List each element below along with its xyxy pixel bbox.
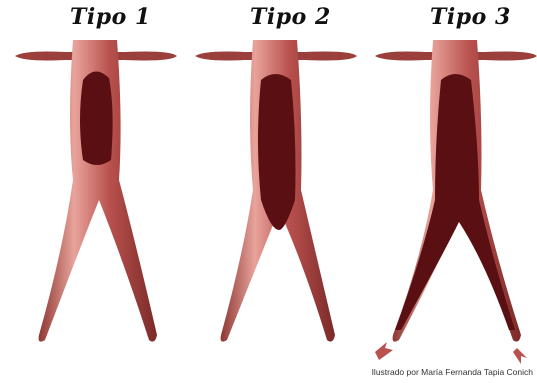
- illustration-credit: Ilustrado por María Fernanda Tapia Conic…: [372, 367, 533, 377]
- type-2-root-illustration: [185, 0, 365, 383]
- type-3-root-canal: [395, 74, 515, 330]
- type-3-left-apex-arrow: [375, 342, 393, 360]
- type-1-root-illustration: [5, 0, 185, 383]
- type-1-root-canal: [80, 71, 113, 165]
- type-3-root-illustration: [365, 0, 537, 383]
- type-2-root-canal: [258, 74, 296, 230]
- type-3-right-apex-arrow: [513, 348, 527, 364]
